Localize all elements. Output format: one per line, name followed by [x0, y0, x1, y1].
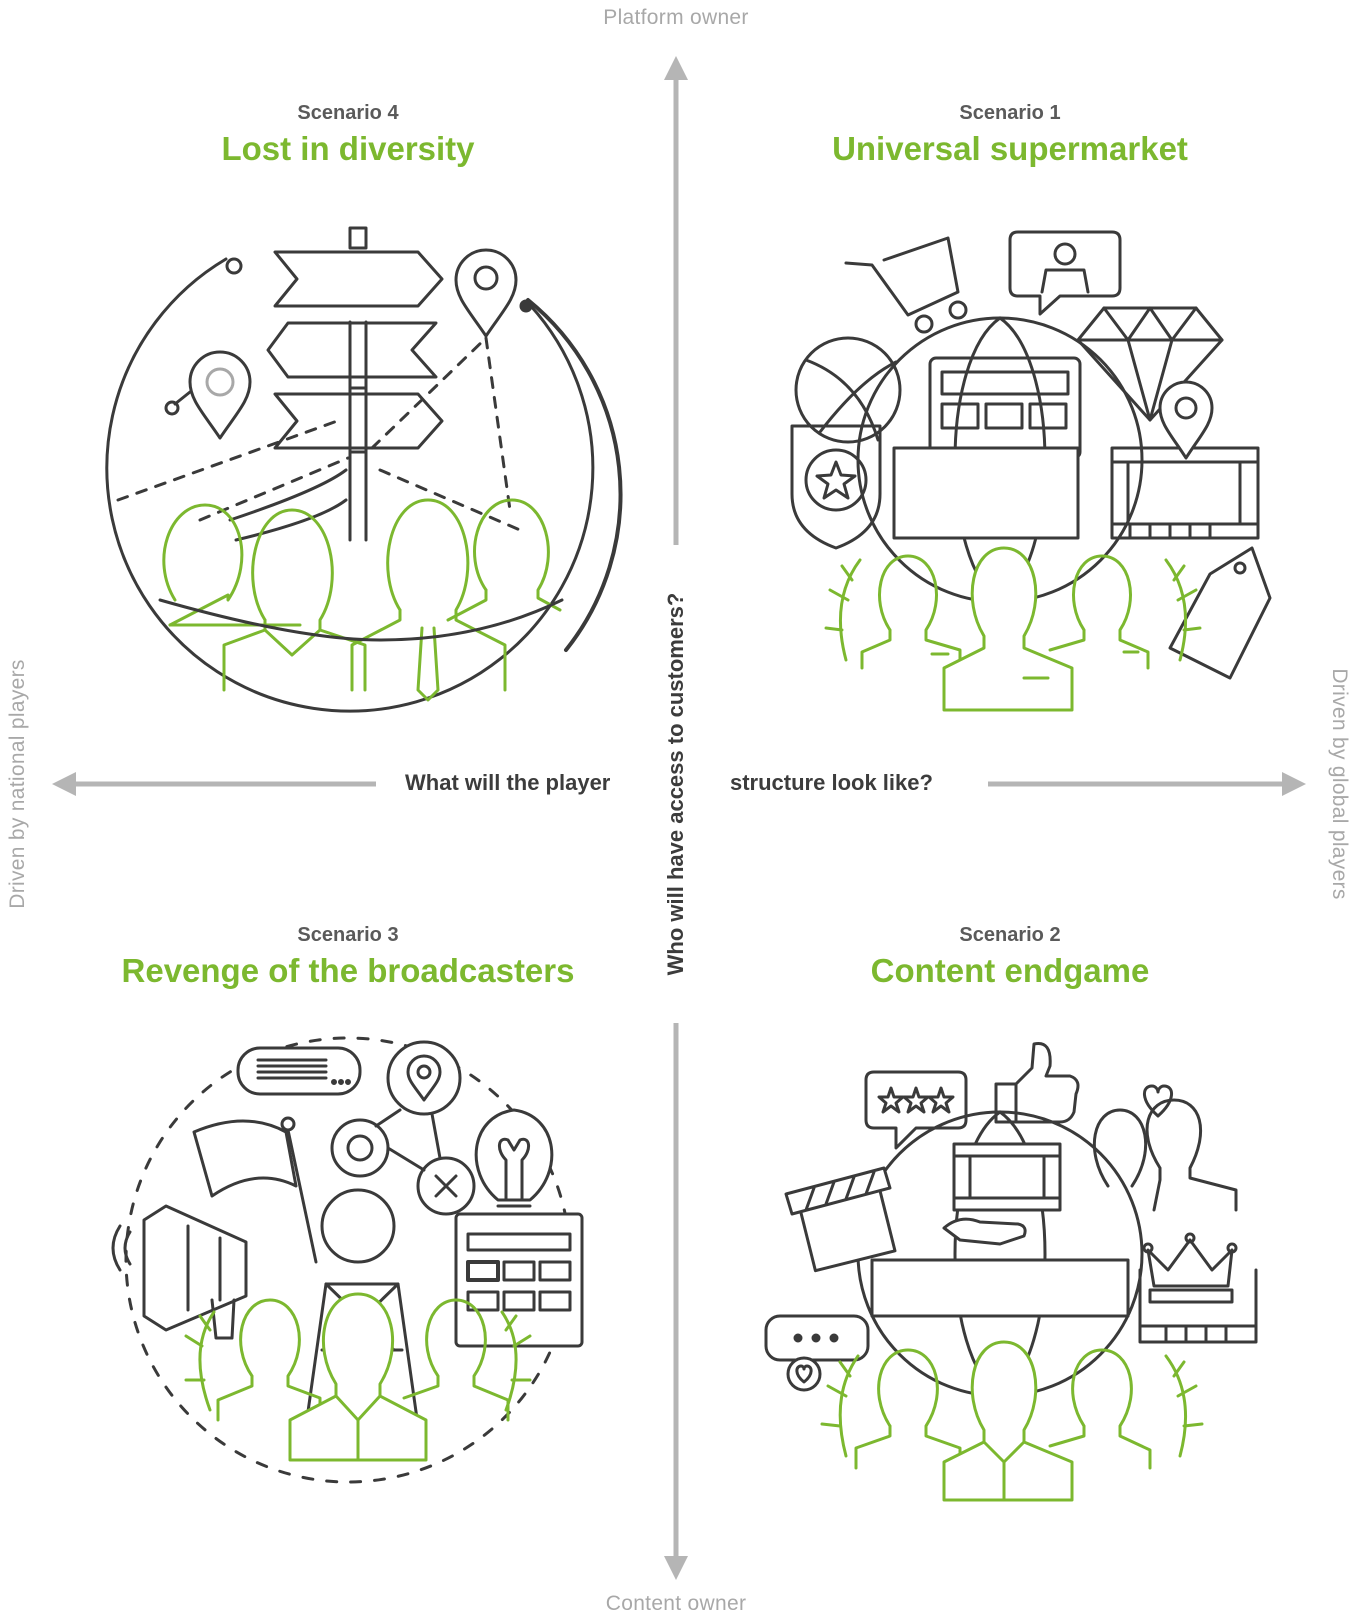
map-pin-icon [164, 248, 518, 440]
people-group-icon [824, 546, 1202, 712]
vertical-axis [664, 56, 688, 1580]
chat-bubble-icon [236, 1046, 362, 1096]
rating-stars-icon [864, 1070, 968, 1150]
film-strip-icon [952, 1142, 1062, 1212]
badge-star-icon [790, 424, 882, 550]
megaphone-icon [111, 1204, 248, 1340]
hand-icon [942, 1217, 1027, 1246]
ball-icon [794, 336, 902, 444]
flag-icon [192, 1116, 318, 1264]
arrow-up-icon [664, 56, 688, 80]
axis-left-label: Driven by national players [6, 659, 29, 909]
arrow-right-icon [1282, 772, 1306, 796]
film-strip-icon [1138, 1268, 1258, 1344]
arrow-down-icon [664, 1556, 688, 1580]
scenario-2-illustration [764, 1041, 1258, 1502]
signpost-icon [266, 226, 444, 542]
clapperboard-icon [784, 1166, 897, 1273]
network-icon [320, 1040, 476, 1264]
people-group-icon [184, 1292, 532, 1462]
thumbs-up-icon [994, 1041, 1080, 1124]
heart-icon [1143, 1084, 1173, 1118]
axis-bottom-label: Content owner [605, 1592, 747, 1615]
people-silhouettes-icon [1092, 1098, 1238, 1212]
crown-icon [1142, 1232, 1238, 1304]
diamond-icon [1076, 306, 1224, 422]
scenario-4-number: Scenario 4 [297, 102, 399, 124]
scenario-3-number: Scenario 3 [297, 924, 399, 946]
map-pin-icon [1158, 380, 1214, 460]
axis-right-label: Driven by global players [1328, 668, 1351, 900]
tablet-icon [928, 356, 1082, 460]
film-strip-icon [1110, 446, 1260, 540]
axis-top-label: Platform owner [603, 6, 749, 29]
horizontal-axis [52, 772, 1306, 796]
chat-user-icon [1008, 230, 1122, 316]
tablet-icon [454, 1212, 584, 1348]
scenario-4-title: Lost in diversity [221, 130, 475, 167]
scenario-3-title: Revenge of the broadcasters [121, 952, 575, 989]
price-tag-icon [1168, 546, 1272, 680]
scenario-1-illustration [790, 230, 1272, 712]
chat-heart-icon [764, 1314, 870, 1392]
question-horizontal-left: What will the player [405, 770, 611, 795]
people-group-icon [820, 1340, 1204, 1502]
scenario-4-illustration [105, 226, 623, 713]
scenario-1-number: Scenario 1 [959, 102, 1061, 124]
arrow-left-icon [52, 772, 76, 796]
scenario-2-number: Scenario 2 [959, 924, 1061, 946]
question-horizontal-right: structure look like? [730, 770, 933, 795]
scenario-2-title: Content endgame [870, 952, 1150, 989]
people-group-icon [162, 498, 562, 702]
question-vertical: Who will have access to customers? [663, 592, 688, 976]
scenario-1-title: Universal supermarket [832, 130, 1188, 167]
shopping-cart-icon [844, 236, 968, 334]
scenario-3-illustration [111, 1036, 584, 1484]
